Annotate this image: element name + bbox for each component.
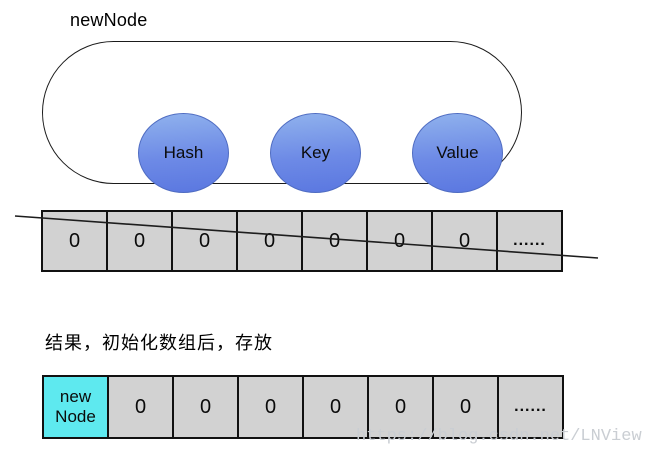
array-cell: 0 bbox=[173, 212, 238, 270]
array-cell-ellipsis: ...... bbox=[499, 377, 562, 437]
field-ellipse-hash: Hash bbox=[138, 113, 229, 193]
array-cell: 0 bbox=[434, 377, 499, 437]
array-cell: 0 bbox=[369, 377, 434, 437]
array-cell: 0 bbox=[108, 212, 173, 270]
array-cell-ellipsis: ...... bbox=[498, 212, 561, 270]
array-cell: 0 bbox=[239, 377, 304, 437]
value-label: Value bbox=[436, 143, 479, 162]
node-stadium-container: Hash Key Value bbox=[42, 41, 522, 193]
array-cell: 0 bbox=[303, 212, 368, 270]
hash-label: Hash bbox=[163, 143, 204, 162]
array-cell: 0 bbox=[43, 212, 108, 270]
field-ellipse-key: Key bbox=[270, 113, 361, 193]
array-cell: 0 bbox=[433, 212, 498, 270]
result-caption: 结果，初始化数组后，存放 bbox=[45, 333, 273, 353]
key-label: Key bbox=[300, 143, 331, 162]
new-node-title: newNode bbox=[70, 10, 148, 30]
array-row-initial: 0 0 0 0 0 0 0 ...... bbox=[41, 210, 563, 272]
watermark: https://blog.csdn.net/LNView bbox=[356, 427, 642, 446]
array-row-result: new Node 0 0 0 0 0 0 ...... bbox=[42, 375, 564, 439]
array-cell: 0 bbox=[109, 377, 174, 437]
array-cell-newnode: new Node bbox=[44, 377, 109, 437]
array-cell: 0 bbox=[304, 377, 369, 437]
array-cell: 0 bbox=[238, 212, 303, 270]
field-ellipse-value: Value bbox=[412, 113, 503, 193]
array-cell: 0 bbox=[368, 212, 433, 270]
array-cell: 0 bbox=[174, 377, 239, 437]
